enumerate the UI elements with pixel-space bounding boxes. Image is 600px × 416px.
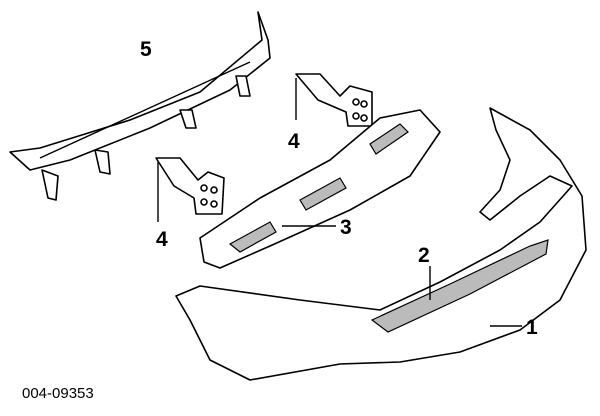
callout-5: 5 [140, 38, 152, 61]
callout-2: 2 [418, 244, 430, 267]
drawing-number: 004-09353 [22, 385, 94, 402]
bumper-cover [175, 107, 587, 381]
callout-4-lower: 4 [156, 228, 168, 251]
energy-absorber [199, 109, 441, 269]
callout-4-upper: 4 [288, 130, 300, 153]
callout-3: 3 [340, 216, 352, 239]
bracket-upper [295, 73, 373, 127]
bumper-reinforcement [9, 11, 271, 201]
bracket-lower [155, 157, 225, 222]
callout-1: 1 [526, 316, 538, 339]
